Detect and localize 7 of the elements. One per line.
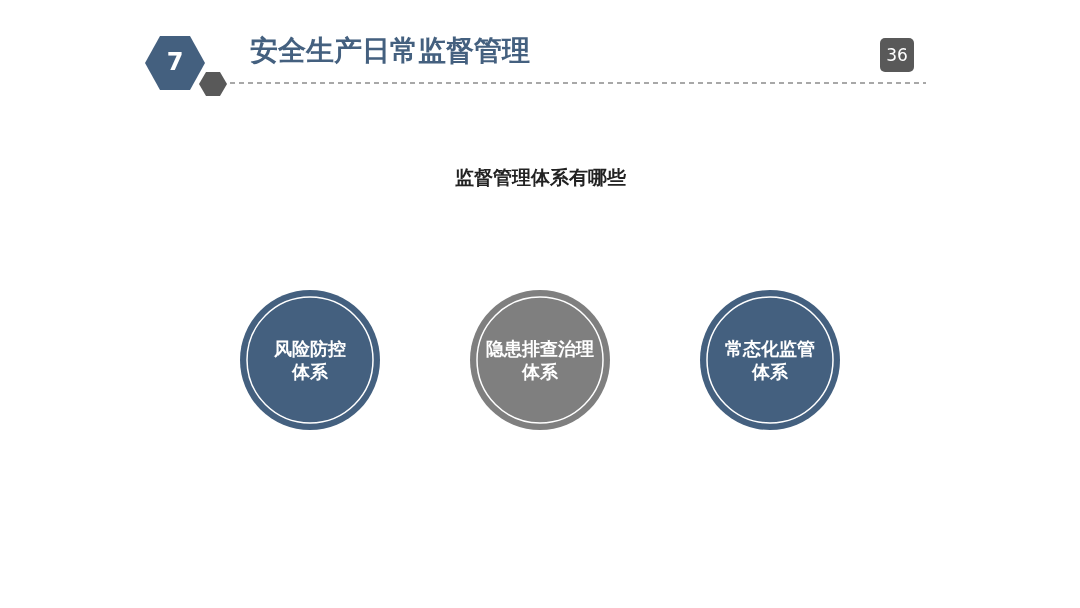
category-circle: 隐患排查治理体系 [470, 290, 610, 430]
subheading: 监督管理体系有哪些 [453, 165, 627, 190]
section-number-hexagon: 7 [145, 36, 205, 90]
page-number: 36 [880, 38, 914, 72]
slide-title: 安全生产日常监督管理 [250, 33, 530, 69]
category-circle: 常态化监管体系 [700, 290, 840, 430]
category-circle: 风险防控体系 [240, 290, 380, 430]
